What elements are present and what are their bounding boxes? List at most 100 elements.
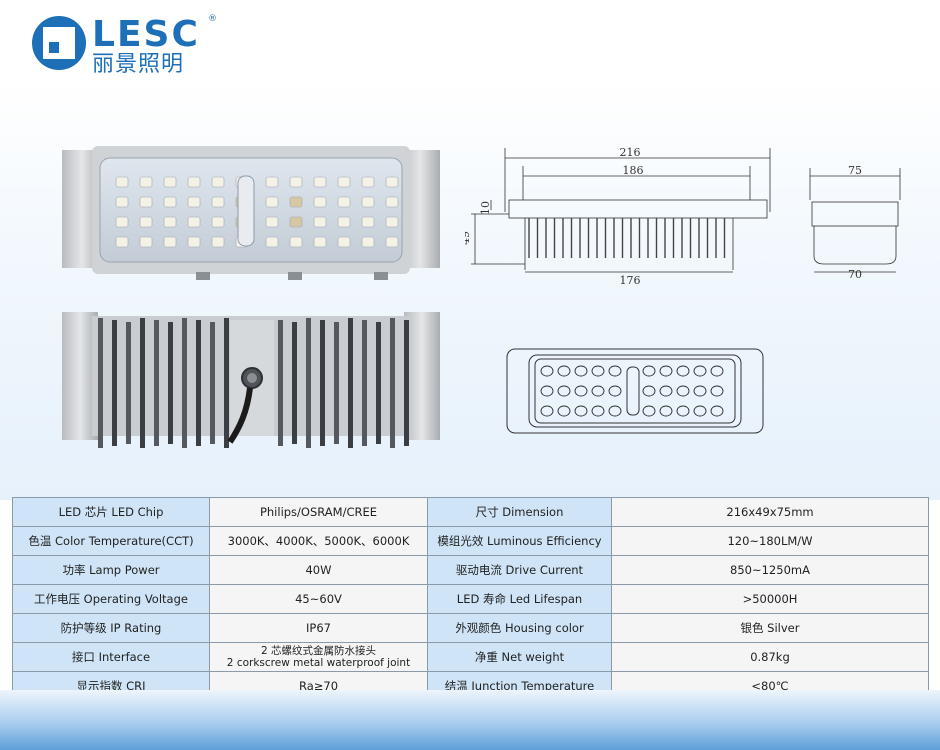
drawing-led [591, 405, 605, 417]
led-chip [265, 236, 279, 248]
spec-value-line: 2 芯螺纹式金属防水接头 [260, 645, 377, 657]
heatsink-fin [278, 320, 283, 446]
led-chip [163, 216, 177, 228]
spec-value: IP67 [209, 613, 428, 643]
drawing-led [710, 365, 724, 377]
drawing-led [557, 405, 571, 417]
spec-value: 216x49x75mm [611, 497, 929, 527]
led-chip [139, 216, 153, 228]
dim-overall: 216 [620, 146, 641, 159]
drawing-led [608, 385, 622, 397]
drawing-led [540, 385, 554, 397]
spec-value: Philips/OSRAM/CREE [209, 497, 428, 527]
spec-value: 850~1250mA [611, 555, 929, 585]
dim-side-top: 75 [848, 164, 862, 177]
logo-mark-icon [32, 16, 86, 70]
led-chip [187, 176, 201, 188]
spec-label: 尺寸 Dimension [427, 497, 612, 527]
dim-inner: 186 [623, 164, 644, 177]
led-chip [115, 196, 129, 208]
dim-side-bottom: 70 [848, 268, 862, 281]
led-chip [187, 216, 201, 228]
led-chip [187, 196, 201, 208]
spec-label: LED 寿命 Led Lifespan [427, 584, 612, 614]
drawing-fins [528, 218, 726, 258]
brand-logo: LESC ® 丽景照明 [30, 12, 230, 78]
drawing-led [557, 385, 571, 397]
heatsink-fin [390, 318, 395, 448]
spec-label: LED 芯片 LED Chip [12, 497, 210, 527]
led-chip [385, 196, 399, 208]
brand-registered-mark: ® [208, 14, 217, 24]
led-chip [385, 216, 399, 228]
drawing-led [642, 405, 656, 417]
led-chip [211, 216, 225, 228]
spec-label: 色温 Color Temperature(CCT) [12, 526, 210, 556]
led-chip [289, 216, 303, 228]
spec-label: 工作电压 Operating Voltage [12, 584, 210, 614]
spec-value: 银色 Silver [611, 613, 929, 643]
dim-base: 176 [620, 274, 641, 287]
led-chip [115, 216, 129, 228]
drawing-led [591, 385, 605, 397]
led-chip [337, 216, 351, 228]
spec-label: 功率 Lamp Power [12, 555, 210, 585]
heatsink-fin [348, 318, 353, 448]
drawing-led [659, 365, 673, 377]
drawing-led [659, 405, 673, 417]
spec-value-line: 2 corkscrew metal waterproof joint [226, 657, 411, 669]
led-chip [337, 176, 351, 188]
spec-label: 接口 Interface [12, 642, 210, 672]
heatsink-fin [334, 322, 339, 444]
bottom-decoration [0, 690, 940, 750]
drawing-led [693, 405, 707, 417]
led-chip [265, 176, 279, 188]
heatsink-fin [168, 322, 173, 444]
led-chip [265, 196, 279, 208]
heatsink-fin [376, 322, 381, 444]
led-chip [385, 236, 399, 248]
drawing-led [693, 365, 707, 377]
led-chip [163, 236, 177, 248]
drawing-led [540, 365, 554, 377]
heatsink-fin [140, 318, 145, 448]
dimension-drawing-top [506, 348, 764, 434]
drawing-led [540, 405, 554, 417]
led-chip [115, 236, 129, 248]
drawing-led-array [540, 365, 724, 417]
drawing-led [659, 385, 673, 397]
heatsink-fin [404, 320, 409, 446]
led-chip [211, 236, 225, 248]
spec-value: 0.87kg [611, 642, 929, 672]
spec-value: 45~60V [209, 584, 428, 614]
spec-label: 驱动电流 Drive Current [427, 555, 612, 585]
drawing-led [574, 365, 588, 377]
led-chip [337, 236, 351, 248]
led-chip [313, 216, 327, 228]
led-chip [361, 216, 375, 228]
led-chip [289, 196, 303, 208]
dimension-drawing-side: 75 70 [809, 164, 901, 281]
drawing-led [574, 385, 588, 397]
led-chip [385, 176, 399, 188]
led-chip [361, 196, 375, 208]
heatsink-fin [292, 322, 297, 444]
led-chip [313, 176, 327, 188]
spec-label: 模组光效 Luminous Efficiency [427, 526, 612, 556]
drawing-led [608, 365, 622, 377]
heatsink-fin [306, 318, 311, 448]
drawing-led [710, 405, 724, 417]
heatsink-fin [320, 320, 325, 446]
led-chip [115, 176, 129, 188]
drawing-led [676, 365, 690, 377]
brand-name: LESC [92, 14, 200, 55]
heatsink-fin [196, 320, 201, 446]
led-chip [139, 196, 153, 208]
led-chip [211, 176, 225, 188]
spec-label: 净重 Net weight [427, 642, 612, 672]
drawing-led [557, 365, 571, 377]
